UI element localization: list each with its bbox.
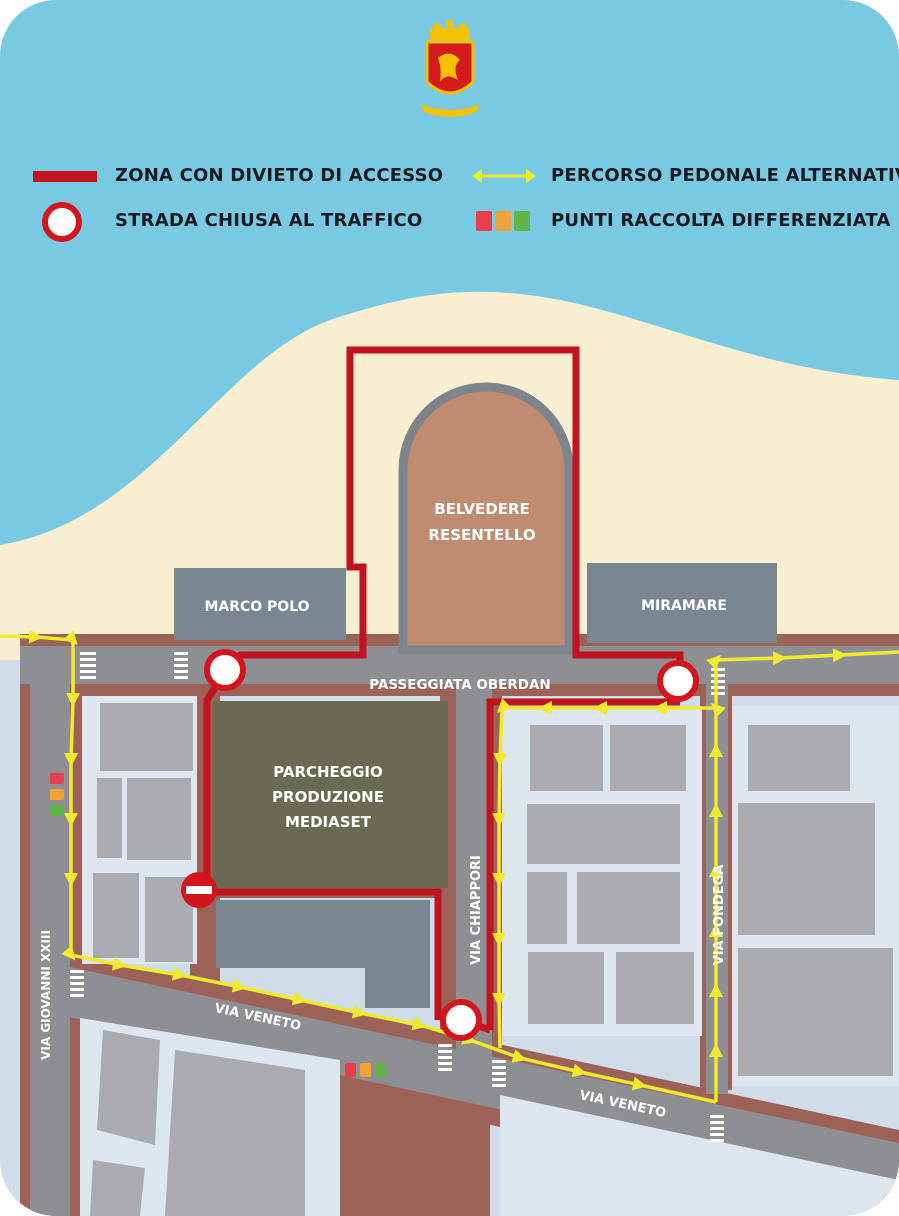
no-entry-icon xyxy=(181,872,217,908)
label-parking-1: PARCHEGGIO xyxy=(273,763,383,781)
legend-arrow-icon xyxy=(472,169,536,183)
legend-waste-collection: PUNTI RACCOLTA DIFFERENZIATA xyxy=(551,210,891,231)
label-parking-2: PRODUZIONE xyxy=(272,788,384,806)
building-belvedere xyxy=(398,382,574,655)
label-marco-polo: MARCO POLO xyxy=(204,599,309,615)
legend-road-closed-icon xyxy=(42,202,82,242)
label-giovanni: VIA GIOVANNI XXIII xyxy=(39,930,53,1060)
label-parking-3: MEDIASET xyxy=(285,813,372,831)
label-belvedere-2: RESENTELLO xyxy=(428,526,535,544)
building-marco-polo xyxy=(174,568,346,640)
label-oberdan: PASSEGGIATA OBERDAN xyxy=(369,677,550,693)
recycling-bins-icon xyxy=(50,773,386,1077)
label-belvedere-1: BELVEDERE xyxy=(434,500,530,518)
label-miramare: MIRAMARE xyxy=(641,598,727,614)
label-chiappori: VIA CHIAPPORI xyxy=(469,855,484,965)
legend-restricted-zone: ZONA CON DIVIETO DI ACCESSO xyxy=(115,165,444,186)
legend-road-closed: STRADA CHIUSA AL TRAFFICO xyxy=(115,210,423,231)
legend-pedestrian-route: PERCORSO PEDONALE ALTERNATIVO xyxy=(551,165,899,186)
label-fondega: VIA FONDEGA xyxy=(712,865,727,966)
legend-zone-swatch xyxy=(33,171,97,182)
city-crest-icon xyxy=(420,20,480,117)
road-closed-icon xyxy=(204,649,699,1041)
pedestrian-route xyxy=(0,629,899,1104)
legend-bins-icon xyxy=(476,211,530,231)
